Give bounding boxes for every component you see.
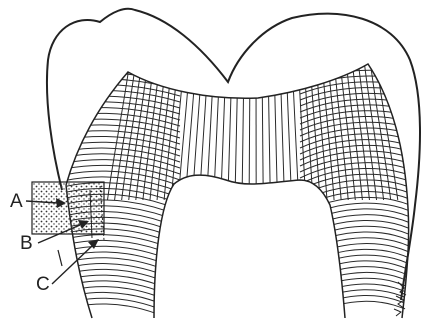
label-c: C: [36, 274, 50, 295]
dentinal-tubule: [40, 275, 180, 294]
dentinal-tubule: [214, 60, 220, 200]
dentinal-tubule: [300, 105, 420, 118]
dentinal-tubule: [300, 53, 420, 64]
dentinal-tubule: [40, 79, 180, 90]
dentinal-tubule: [40, 298, 180, 318]
dentinal-tubule: [40, 292, 180, 312]
dentinal-tubule: [300, 215, 420, 232]
dentinal-tubule: [300, 197, 420, 214]
dentinal-tubule: [40, 264, 180, 282]
dentinal-tubule: [280, 60, 285, 200]
dentinal-tubule: [300, 192, 420, 208]
dentinal-tubule: [300, 261, 420, 280]
dentinal-tubule: [40, 281, 180, 300]
dentinal-tubule: [300, 267, 420, 286]
label-a: A: [10, 191, 23, 212]
dentinal-tubule: [300, 226, 420, 244]
dentinal-tubule: [207, 60, 214, 200]
dentinal-tubule: [286, 60, 292, 200]
dentinal-tubule: [300, 255, 420, 274]
dentinal-tubule: [300, 220, 420, 238]
stippled-region: [32, 182, 104, 234]
dentinal-tubule: [304, 60, 313, 200]
dentinal-tubule: [40, 125, 180, 138]
dentinal-tubule: [334, 60, 348, 200]
dentinal-tubule: [242, 60, 244, 200]
dentinal-tubule: [200, 60, 208, 200]
dentinal-tubule: [40, 269, 180, 288]
dentinal-tubule: [262, 60, 263, 200]
dentinal-tubule: [300, 249, 420, 268]
dentinal-tubule: [370, 60, 391, 200]
dentinal-tubule: [40, 304, 180, 321]
label-b: B: [20, 233, 33, 254]
dentinal-tubule: [300, 244, 420, 262]
dentinal-tubule: [316, 60, 327, 200]
dentinal-tubule: [192, 60, 202, 200]
dentinal-tubule: [298, 60, 306, 200]
dentinal-tubule: [300, 301, 420, 321]
dentinal-tubule: [40, 287, 180, 306]
dentinal-tubule: [300, 232, 420, 250]
dentinal-tubule: [108, 60, 131, 200]
dentinal-tubule: [249, 60, 250, 200]
dentinal-tubule: [300, 238, 420, 256]
dentinal-tubule: [235, 60, 238, 200]
dentinal-tubule: [185, 60, 196, 200]
dentinal-tubule: [40, 240, 180, 258]
dentinal-tubule: [157, 60, 172, 200]
dentinal-tubule: [300, 209, 420, 226]
dentinal-tubule: [40, 73, 180, 84]
dentinal-tubule: [292, 60, 299, 200]
dentinal-tubule: [300, 203, 420, 220]
tick-mark: [58, 250, 62, 266]
dentinal-tubule: [274, 60, 277, 200]
dentinal-tubule: [268, 60, 270, 200]
dentinal-tubule: [178, 60, 190, 200]
